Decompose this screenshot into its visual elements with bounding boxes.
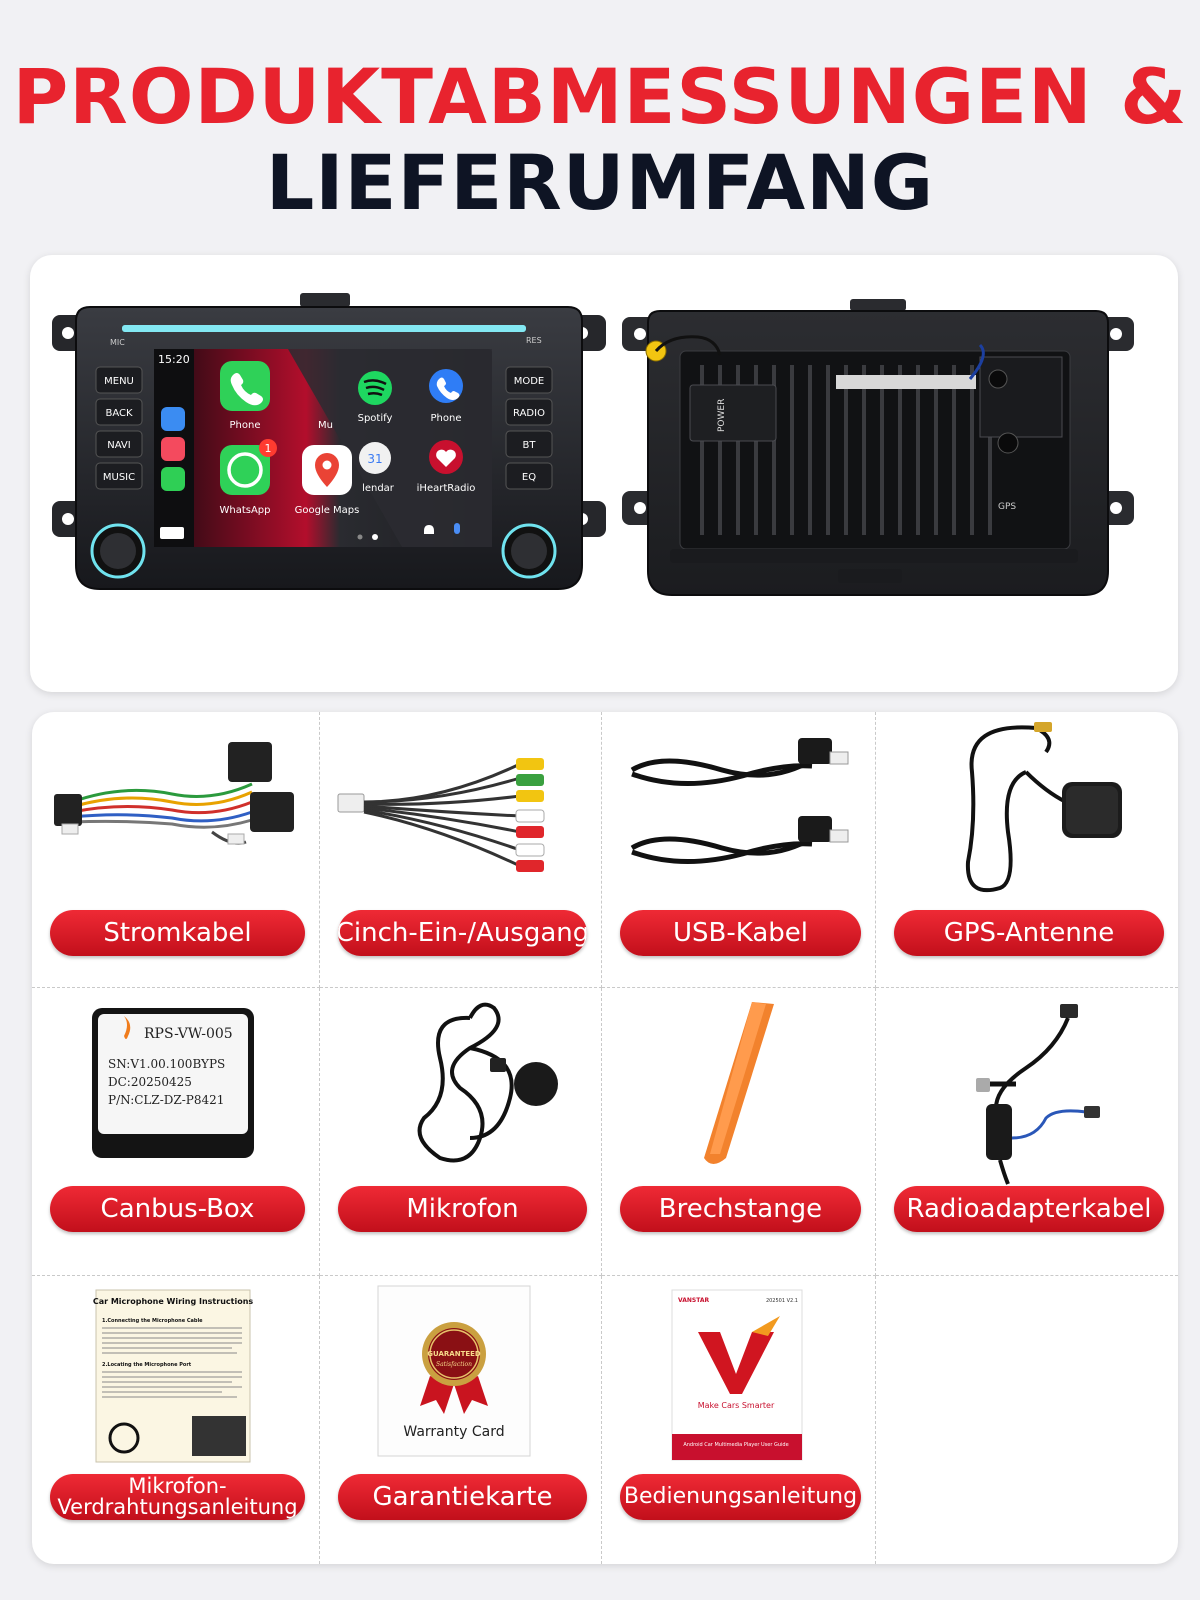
accessory-microphone: Mikrofon (320, 988, 602, 1276)
instructions-sheet-icon: Car Microphone Wiring Instructions 1.Con… (93, 1289, 254, 1463)
power-cable-icon (54, 742, 294, 845)
music-icon[interactable] (161, 437, 185, 461)
app-phone-icon[interactable] (220, 361, 270, 411)
app-label-iheartradio: iHeartRadio (417, 483, 476, 494)
accessory-label-warranty-card: Garantiekarte (338, 1474, 587, 1520)
app-label-phone-2: Phone (431, 413, 462, 424)
grid-view-icon[interactable] (160, 527, 184, 539)
manual-version: 202501 V2.1 (766, 1298, 798, 1304)
front-button-radio[interactable] (505, 398, 553, 426)
accessory-usb-cable: USB-Kabel (602, 712, 876, 988)
canbus-sn: SN:V1.00.100BYPS (108, 1057, 225, 1071)
accessory-canbus-box: RPS-VW-005 SN:V1.00.100BYPS DC:20250425 … (32, 988, 320, 1276)
calendar-day: 31 (367, 452, 382, 466)
notification-bell-icon[interactable] (424, 525, 434, 534)
app-label-spotify: Spotify (358, 413, 393, 424)
warranty-seal-sub: Satisfaction (436, 1361, 472, 1368)
front-button-back[interactable] (95, 398, 143, 426)
page-title-line2: LIEFERUMFANG (265, 138, 935, 227)
accessory-pry-tool: Brechstange (602, 988, 876, 1276)
accessory-label-pry-tool: Brechstange (620, 1186, 861, 1232)
accessory-label-canbus-box: Canbus-Box (50, 1186, 305, 1232)
app-label-calendar: lendar (362, 483, 395, 494)
accessory-label-microphone: Mikrofon (338, 1186, 587, 1232)
front-button-bt-label: BT (523, 440, 537, 451)
pry-tool-icon (704, 1002, 774, 1164)
siri-mic-icon[interactable] (454, 523, 460, 534)
accessory-label-usb-cable: USB-Kabel (620, 910, 861, 956)
warranty-card-icon: GUARANTEED Satisfaction Warranty Card (377, 1285, 531, 1457)
canbus-pn: P/N:CLZ-DZ-P8421 (108, 1093, 224, 1107)
canbus-dc: DC:20250425 (108, 1075, 192, 1089)
front-button-menu-label: MENU (104, 376, 134, 387)
accessory-warranty-card: GUARANTEED Satisfaction Warranty Card Ga… (320, 1276, 602, 1564)
app-label-maps: Google Maps (295, 505, 360, 516)
front-button-back-label: BACK (105, 408, 133, 419)
screen-clock: 15:20 (158, 353, 190, 366)
accessories-grid: Stromkabel Cinch-Ein-/Ausgang (32, 712, 1178, 1564)
front-button-navi-label: NAVI (107, 440, 130, 451)
head-unit-back: POWER GPS (622, 299, 1134, 596)
manual-brand: VANSTAR (678, 1297, 709, 1304)
power-connector (689, 384, 777, 442)
app-label-whatsapp: WhatsApp (219, 505, 270, 516)
gps-label: GPS (998, 502, 1016, 512)
front-button-music[interactable] (95, 462, 143, 490)
gps-antenna-icon (965, 722, 1122, 893)
wiring-harness-port (836, 375, 976, 389)
app-label-phone: Phone (230, 420, 261, 431)
app-label-partial: Mu (318, 420, 333, 431)
manual-icon: VANSTAR 202501 V2.1 Make Cars Smarter An… (671, 1289, 803, 1461)
res-label: RES (526, 336, 542, 345)
instructions-title: Car Microphone Wiring Instructions (93, 1297, 254, 1306)
power-label: POWER (717, 399, 727, 432)
front-button-eq[interactable] (505, 462, 553, 490)
front-button-eq-label: EQ (522, 472, 536, 483)
accessory-label-user-manual: Bedienungsanleitung (620, 1474, 861, 1520)
accessory-power-cable: Stromkabel (32, 712, 320, 988)
head-unit-illustration: MIC RES 15:20 Phone Mu Spotify Phone (52, 293, 1134, 596)
accessory-rca-cable: Cinch-Ein-/Ausgang (320, 712, 602, 988)
accessory-label-rca-cable: Cinch-Ein-/Ausgang (338, 910, 587, 956)
waze-icon[interactable] (161, 407, 185, 431)
accessory-radio-adapter: Radioadapterkabel (876, 988, 1178, 1276)
warranty-seal-text: GUARANTEED (427, 1350, 481, 1358)
app-calendar-icon[interactable] (359, 442, 391, 474)
dock-phone-icon[interactable] (161, 467, 185, 491)
product-dimensions-card: MIC RES 15:20 Phone Mu Spotify Phone (30, 255, 1178, 692)
front-button-radio-label: RADIO (513, 408, 545, 419)
front-button-navi[interactable] (95, 430, 143, 458)
rca-cable-icon (337, 758, 545, 872)
warranty-card-label: Warranty Card (403, 1424, 504, 1440)
manual-footer: Android Car Multimedia Player User Guide (683, 1442, 788, 1448)
whatsapp-badge: 1 (265, 442, 272, 455)
mic-label: MIC (110, 338, 125, 347)
front-button-menu[interactable] (95, 366, 143, 394)
instructions-step1: 1.Connecting the Microphone Cable (102, 1318, 203, 1324)
accessory-label-power-cable: Stromkabel (50, 910, 305, 956)
empty-grid-cell (876, 1276, 1178, 1564)
usb-cable-icon (630, 738, 849, 865)
gps-port (997, 432, 1019, 454)
microphone-icon (417, 1002, 558, 1163)
accessory-label-gps-antenna: GPS-Antenne (894, 910, 1164, 956)
head-unit-front: MIC RES 15:20 Phone Mu Spotify Phone (52, 293, 606, 590)
radio-adapter-icon (976, 1004, 1100, 1185)
accessory-user-manual: VANSTAR 202501 V2.1 Make Cars Smarter An… (602, 1276, 876, 1564)
accessory-label-radio-adapter: Radioadapterkabel (894, 1186, 1164, 1232)
canbus-model: RPS-VW-005 (144, 1026, 233, 1042)
front-button-mode[interactable] (505, 366, 553, 394)
accessory-wiring-instructions: Car Microphone Wiring Instructions 1.Con… (32, 1276, 320, 1564)
front-button-mode-label: MODE (514, 376, 545, 387)
accessory-gps-antenna: GPS-Antenne (876, 712, 1178, 988)
page-title-line1: PRODUKTABMESSUNGEN & (12, 52, 1188, 141)
front-button-bt[interactable] (505, 430, 553, 458)
front-button-music-label: MUSIC (103, 472, 135, 483)
accessory-label-wiring-instructions: Mikrofon-Verdrahtungsanleitung (50, 1474, 305, 1520)
canbus-box-icon: RPS-VW-005 SN:V1.00.100BYPS DC:20250425 … (92, 1008, 254, 1158)
manual-slogan: Make Cars Smarter (698, 1401, 775, 1410)
instructions-step2: 2.Locating the Microphone Port (102, 1362, 192, 1368)
